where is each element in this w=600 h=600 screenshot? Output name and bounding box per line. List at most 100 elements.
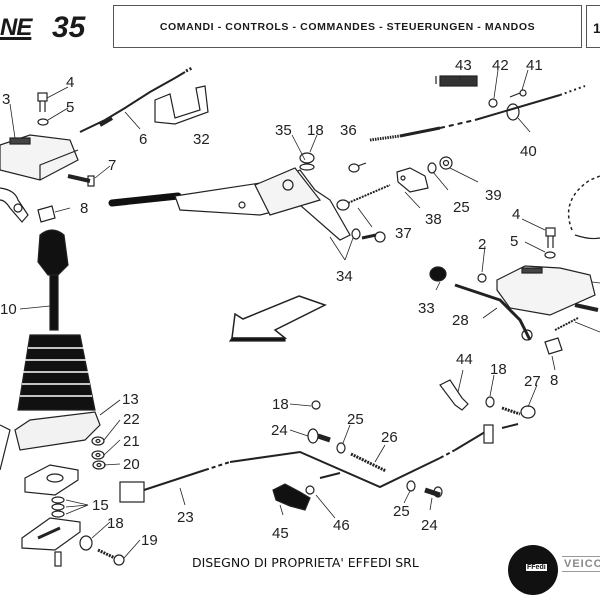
part-label-45: 45 (272, 525, 289, 542)
part-label-18: 18 (490, 361, 507, 378)
mount-plate-lower (21, 517, 81, 551)
part-label-19: 19 (141, 532, 158, 549)
part-label-25: 25 (393, 503, 410, 520)
nut-18-right (485, 396, 495, 408)
logo-text: VEICO (562, 556, 600, 572)
part-label-41: 41 (526, 57, 543, 74)
part-label-4: 4 (512, 206, 520, 223)
part-label-18: 18 (307, 122, 324, 139)
rubber-boot (17, 334, 96, 411)
part-label-36: 36 (340, 122, 357, 139)
pin-46 (305, 485, 315, 495)
screw-41 (509, 89, 527, 98)
nut-18-bottom (79, 535, 93, 551)
block-45 (272, 483, 311, 511)
part-label-5: 5 (66, 99, 74, 116)
knob-33 (429, 266, 447, 282)
spring-right (554, 317, 579, 331)
ball-joint-27 (501, 405, 536, 429)
part-label-18: 18 (272, 396, 289, 413)
eye-bolt-37 (336, 184, 391, 211)
model-number: 35 (52, 11, 86, 44)
part-label-4: 4 (66, 74, 74, 91)
selector-arm-left (0, 187, 29, 223)
clip-43 (435, 75, 478, 87)
part-label-8: 8 (550, 372, 558, 389)
spring-26 (350, 452, 387, 473)
part-label-22: 22 (123, 411, 140, 428)
page-number: 1 (586, 5, 600, 48)
spring-washers-15 (51, 496, 65, 518)
base-plate-13 (0, 411, 101, 471)
effedi-logo: FFedi (508, 545, 558, 595)
bracket-32 (154, 85, 209, 125)
bushing-8-left (37, 205, 56, 223)
part-label-23: 23 (177, 509, 194, 526)
part-label-39: 39 (485, 187, 502, 204)
part-label-27: 27 (524, 373, 541, 390)
cable-arc-right (567, 175, 600, 240)
part-label-24: 24 (271, 422, 288, 439)
bolt-7 (67, 174, 95, 187)
part-label-43: 43 (455, 57, 472, 74)
cable-6 (79, 66, 193, 133)
part-label-10: 10 (0, 301, 17, 318)
part-label-25: 25 (347, 411, 364, 428)
part-label-46: 46 (333, 517, 350, 534)
part-label-5: 5 (510, 233, 518, 250)
part-label-8: 8 (80, 200, 88, 217)
part-label-18: 18 (107, 515, 124, 532)
bolt-lower-left (54, 551, 62, 567)
part-label-33: 33 (418, 300, 435, 317)
nut-18-mid (311, 400, 321, 410)
washer-stack-20-22 (91, 436, 106, 470)
model-prefix: NE (0, 14, 32, 41)
bolt-34 (351, 228, 386, 243)
nut-39 (439, 156, 453, 170)
part-label-44: 44 (456, 351, 473, 368)
part-label-42: 42 (492, 57, 509, 74)
nut-25-top (427, 162, 437, 174)
part-label-2: 2 (478, 236, 486, 253)
cable-40 (369, 85, 586, 142)
clevis-38 (396, 167, 429, 193)
shift-rod-23 (119, 424, 494, 503)
bracket-assembly-left (0, 134, 79, 181)
screw-36 (348, 162, 367, 173)
part-label-21: 21 (123, 433, 140, 450)
part-label-38: 38 (425, 211, 442, 228)
ball-joint-24-right (424, 486, 443, 498)
pin-right (574, 303, 599, 312)
part-label-25: 25 (453, 199, 470, 216)
part-label-7: 7 (108, 157, 116, 174)
gear-lever-10 (37, 229, 69, 331)
part-label-37: 37 (395, 225, 412, 242)
bracket-assembly-right (477, 265, 596, 316)
part-label-28: 28 (452, 312, 469, 329)
bolt-4-right (544, 227, 556, 259)
ownership-notice: DISEGNO DI PROPRIETA' EFFEDI SRL (192, 555, 419, 570)
nut-18-top (299, 152, 315, 171)
logo-mark: FFedi (526, 564, 547, 571)
bushing-8-right (544, 337, 563, 355)
bolt-4-left (37, 92, 49, 126)
model-title: NE 35 (0, 8, 108, 44)
bolt-19 (97, 548, 125, 566)
part-label-6: 6 (139, 131, 147, 148)
section-title: COMANDI - CONTROLS - COMMANDES - STEUERU… (113, 5, 582, 48)
mount-plate-upper (24, 464, 79, 496)
nut-25-low (406, 480, 416, 492)
part-label-24: 24 (421, 517, 438, 534)
part-label-26: 26 (381, 429, 398, 446)
hand-brake-lever (108, 167, 351, 241)
leader-lines (9, 69, 600, 559)
part-label-35: 35 (275, 122, 292, 139)
direction-arrow (228, 295, 327, 342)
part-label-40: 40 (520, 143, 537, 160)
part-label-3: 3 (2, 91, 10, 108)
ball-joint-24-left (307, 428, 331, 444)
part-label-32: 32 (193, 131, 210, 148)
lever-44 (439, 379, 469, 411)
part-label-20: 20 (123, 456, 140, 473)
